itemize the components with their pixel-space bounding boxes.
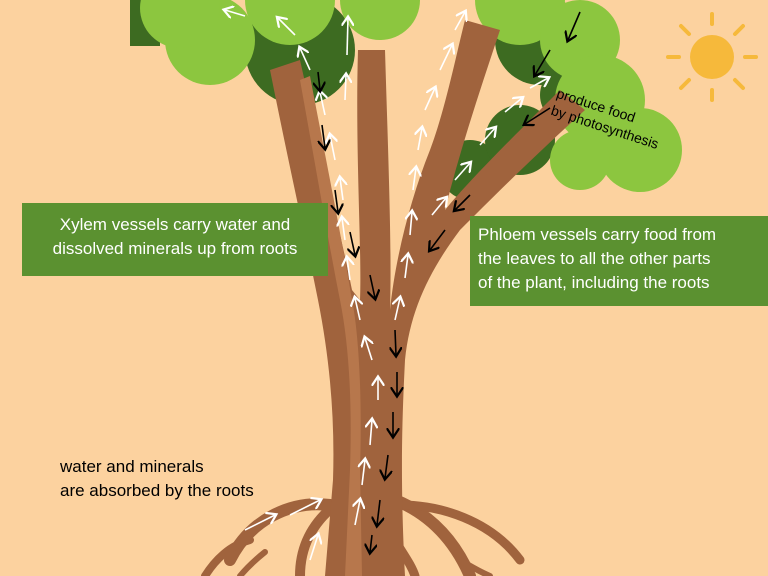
phloem-label-box: Phloem vessels carry food from the leave… bbox=[470, 216, 768, 306]
roots-label: water and minerals are absorbed by the r… bbox=[60, 455, 254, 503]
xylem-label-line-1: Xylem vessels carry water and bbox=[59, 215, 291, 234]
phloem-label-line-3: of the plant, including the roots bbox=[478, 273, 710, 292]
roots-label-line-1: water and minerals bbox=[60, 457, 204, 476]
sun-icon bbox=[666, 12, 758, 102]
roots-label-line-2: are absorbed by the roots bbox=[60, 481, 254, 500]
xylem-label-line-2: dissolved minerals up from roots bbox=[52, 239, 298, 258]
phloem-label-line-1: Phloem vessels carry food from bbox=[478, 225, 717, 244]
trunk bbox=[270, 20, 585, 576]
phloem-arrows bbox=[318, 11, 581, 552]
phloem-label-line-2: the leaves to all the other parts bbox=[478, 249, 711, 268]
xylem-label-box: Xylem vessels carry water and dissolved … bbox=[22, 203, 328, 276]
xylem-arrows bbox=[225, 10, 548, 561]
light-foliage bbox=[140, 0, 682, 192]
